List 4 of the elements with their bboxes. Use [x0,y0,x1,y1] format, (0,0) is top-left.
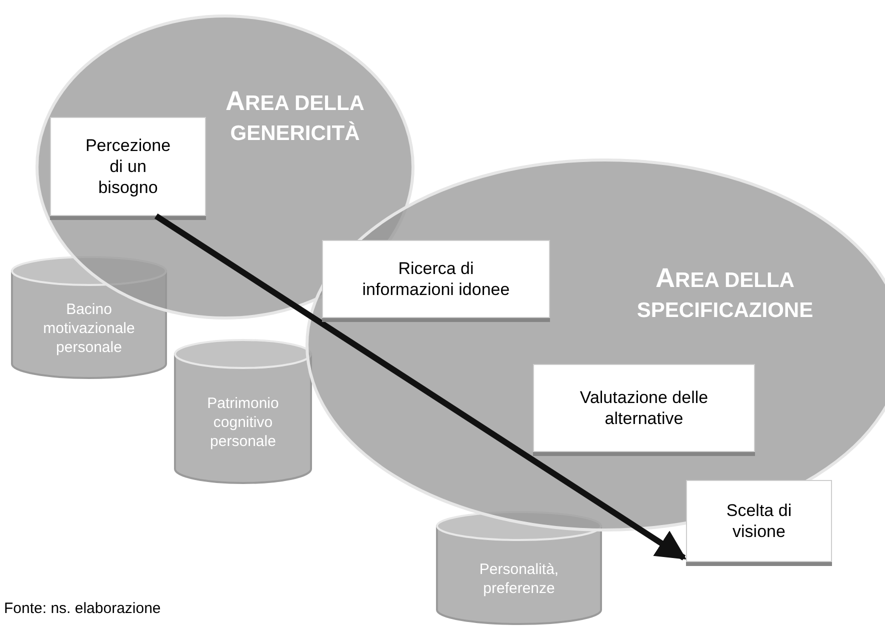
arrow [154,213,687,560]
area-title: AREA DELLA SPECIFICAZIONE [636,263,814,324]
source-note: Fonte: ns. elaborazione [4,600,161,617]
area-title: AREA DELLA GENERICITÀ [224,86,366,147]
